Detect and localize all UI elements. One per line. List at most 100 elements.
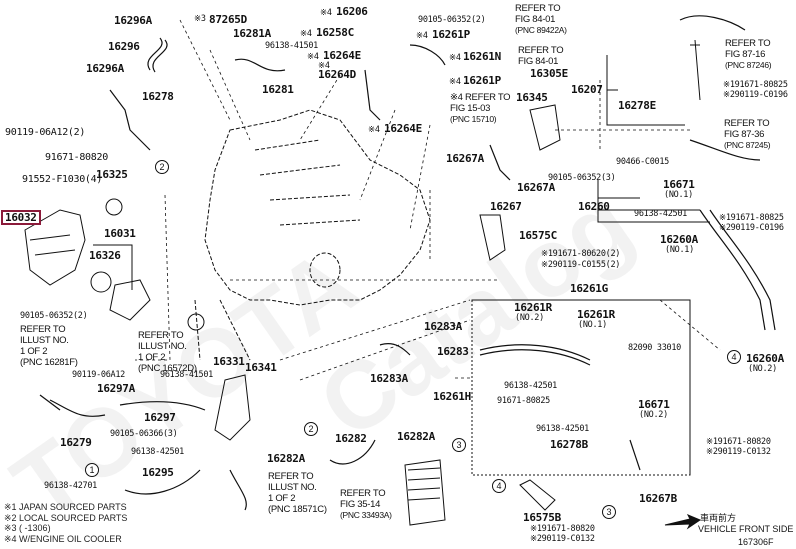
- part-label[interactable]: 16575B: [523, 511, 561, 524]
- part-label[interactable]: ※290119-C0132: [706, 447, 771, 457]
- part-label[interactable]: 16283A: [370, 372, 408, 385]
- callout-circle-3: 3: [602, 505, 616, 519]
- part-label[interactable]: 82090 33010: [628, 343, 681, 353]
- part-label[interactable]: ※191671-80825: [719, 213, 784, 223]
- part-label[interactable]: 16261H: [433, 390, 471, 403]
- part-label[interactable]: 16295: [142, 466, 174, 479]
- part-label[interactable]: 16671: [663, 178, 695, 191]
- part-label[interactable]: ※191671-80820: [530, 524, 595, 534]
- group-label[interactable]: 16261G: [570, 282, 608, 295]
- part-label[interactable]: 91671-80820: [45, 152, 108, 163]
- part-label[interactable]: 16261R: [577, 308, 615, 321]
- part-label[interactable]: 16281A: [233, 27, 271, 40]
- part-label[interactable]: 16206: [336, 5, 368, 18]
- part-label[interactable]: 16305E: [530, 67, 568, 80]
- part-label[interactable]: 96138-41501: [160, 370, 213, 380]
- part-label[interactable]: 16297: [144, 411, 176, 424]
- bracket-16575B: [519, 479, 556, 511]
- part-label[interactable]: ※290119-C0155(2): [541, 260, 621, 270]
- part-label[interactable]: 90119-06A12: [72, 370, 125, 380]
- part-label[interactable]: 16575C: [519, 229, 557, 242]
- part-label[interactable]: 16278E: [618, 99, 656, 112]
- part-label[interactable]: ※191671-80620(2): [541, 249, 621, 259]
- part-label[interactable]: 16207: [571, 83, 603, 96]
- oil-cooler: [404, 459, 446, 526]
- part-label[interactable]: ※191671-80825: [723, 80, 788, 90]
- part-label[interactable]: 91552-F1030(4): [22, 174, 103, 185]
- part-label[interactable]: 16260A: [660, 233, 698, 246]
- water-pump-drawing: [24, 209, 86, 286]
- part-label[interactable]: 16261P: [463, 74, 501, 87]
- part-label[interactable]: 96138-42701: [44, 481, 97, 491]
- part-label[interactable]: 16261N: [463, 50, 501, 63]
- part-label[interactable]: 16331: [213, 355, 245, 368]
- part-label[interactable]: 16258C: [316, 26, 354, 39]
- part-label[interactable]: 16264D: [318, 68, 356, 81]
- part-label[interactable]: 16325: [96, 168, 128, 181]
- part-label[interactable]: 16297A: [97, 382, 135, 395]
- part-label[interactable]: 16296A: [114, 14, 152, 27]
- part-label[interactable]: 16260A: [746, 352, 784, 365]
- footnote: ※2 LOCAL SOURCED PARTS: [4, 512, 128, 523]
- part-label[interactable]: 96138-42501: [536, 424, 589, 434]
- part-label[interactable]: 16283A: [424, 320, 462, 333]
- figure-id: 167306F: [738, 537, 774, 547]
- part-label[interactable]: 90119-06A12(2): [5, 127, 86, 138]
- part-label[interactable]: 16283: [437, 345, 469, 358]
- part-label[interactable]: 16279: [60, 436, 92, 449]
- footnote: ※3 ( -1306): [4, 523, 51, 533]
- part-label[interactable]: ※290119-C0196: [719, 223, 784, 233]
- highlighted-part-label[interactable]: 16032: [1, 210, 41, 225]
- part-label[interactable]: 16267A: [517, 181, 555, 194]
- part-label[interactable]: 90105-06352(2): [20, 311, 88, 321]
- part-label[interactable]: 16267B: [639, 492, 677, 505]
- part-label[interactable]: 87265D: [209, 13, 247, 26]
- part-label[interactable]: 16264E: [323, 49, 361, 62]
- part-label[interactable]: 16261R: [514, 301, 552, 314]
- engine-block-drawing: [194, 109, 431, 361]
- part-label[interactable]: 16282: [335, 432, 367, 445]
- part-label[interactable]: 96138-42501: [634, 209, 687, 219]
- part-label[interactable]: 16282A: [267, 452, 305, 465]
- part-label[interactable]: 16345: [516, 91, 548, 104]
- part-label[interactable]: 90105-06352(2): [418, 15, 486, 25]
- note-marker: ※4: [307, 52, 319, 62]
- part-label[interactable]: 90105-06366(3): [110, 429, 178, 439]
- part-label[interactable]: ※191671-80820: [706, 437, 771, 447]
- part-label[interactable]: 16267: [490, 200, 522, 213]
- part-label[interactable]: 16281: [262, 83, 294, 96]
- part-label[interactable]: 96138-42501: [131, 447, 184, 457]
- part-label[interactable]: 16296: [108, 40, 140, 53]
- part-label[interactable]: ※290119-C0196: [723, 90, 788, 100]
- part-label[interactable]: 16260: [578, 200, 610, 213]
- part-label[interactable]: 96138-42501: [504, 381, 557, 391]
- part-sublabel: (NO.1): [665, 245, 694, 255]
- part-label[interactable]: 16031: [104, 227, 136, 240]
- part-label[interactable]: 90105-06352(3): [548, 173, 616, 183]
- part-label[interactable]: 16341: [245, 361, 277, 374]
- part-label[interactable]: 16264E: [384, 122, 422, 135]
- part-label[interactable]: ※290119-C0132: [530, 534, 595, 544]
- part-label[interactable]: 96138-41501: [265, 41, 318, 51]
- part-label[interactable]: 16671: [638, 398, 670, 411]
- part-label[interactable]: 16267A: [446, 152, 484, 165]
- part-label[interactable]: 16296A: [86, 62, 124, 75]
- part-label[interactable]: 16261P: [432, 28, 470, 41]
- part-label[interactable]: 91671-80825: [497, 396, 550, 406]
- part-label[interactable]: 16278: [142, 90, 174, 103]
- part-label[interactable]: 16326: [89, 249, 121, 262]
- part-label[interactable]: 16278B: [550, 438, 588, 451]
- part-label[interactable]: 16282A: [397, 430, 435, 443]
- part-label[interactable]: 90466-C0015: [616, 157, 669, 167]
